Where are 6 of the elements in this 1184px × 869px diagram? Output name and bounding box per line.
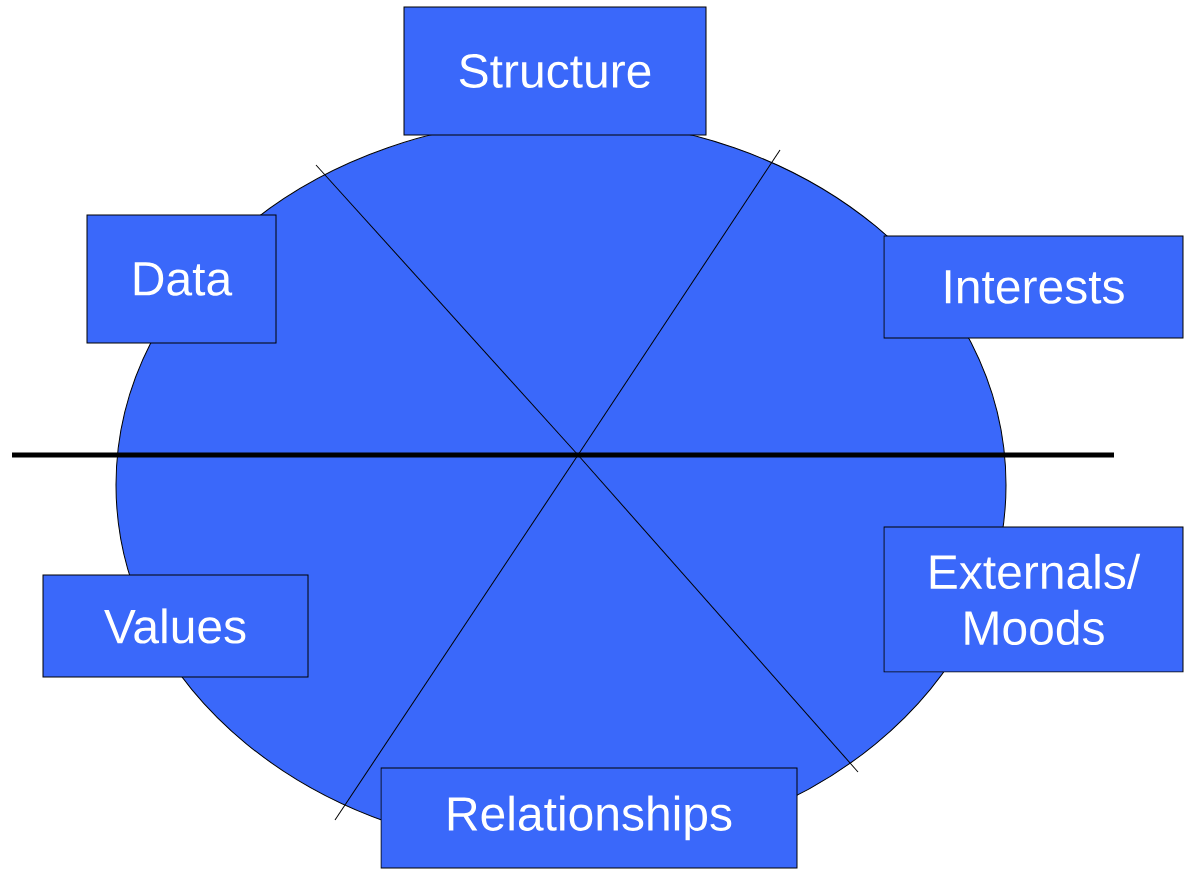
label-box: Values (42, 574, 309, 678)
label-box: Externals/ Moods (883, 526, 1184, 673)
label-box: Structure (403, 6, 707, 136)
label-box: Data (86, 214, 277, 344)
label-box: Relationships (380, 767, 798, 869)
label-box: Interests (883, 235, 1184, 339)
